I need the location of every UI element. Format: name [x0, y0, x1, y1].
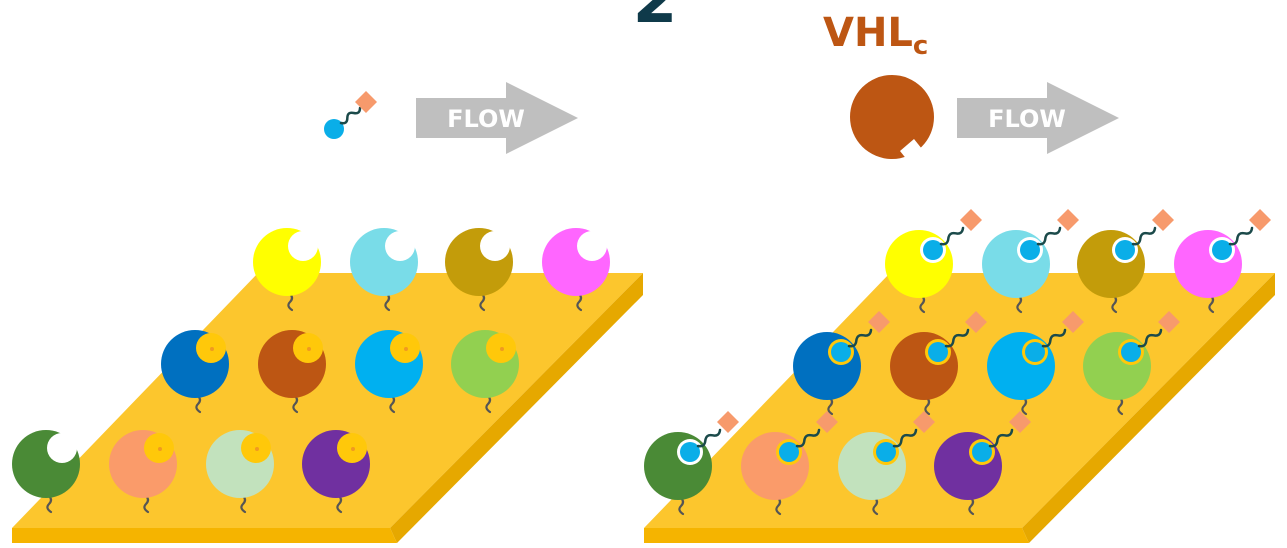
protein-body [793, 332, 861, 400]
free-ligand-molecule [324, 91, 377, 139]
chip-front-edge [644, 528, 1029, 543]
molecule-center-dot [307, 347, 311, 351]
vhl-label: VHLc [823, 10, 928, 61]
empty-binding-pocket [480, 231, 510, 261]
protein-body [1174, 230, 1242, 298]
sensor-chip-right [644, 273, 1275, 543]
empty-binding-pocket [47, 433, 77, 463]
protein-body [987, 332, 1055, 400]
ligand-ball [1121, 342, 1141, 362]
ligand-ball [1212, 240, 1232, 260]
protein-body [838, 432, 906, 500]
vhl-protein [850, 75, 934, 161]
vhl-label-main: VHL [823, 10, 913, 56]
ligand-ball [1115, 240, 1135, 260]
vhl-label-subscript: c [913, 31, 928, 61]
protein-body [741, 432, 809, 500]
empty-binding-pocket [385, 231, 415, 261]
protein-body [890, 332, 958, 400]
ligand-ball [831, 342, 851, 362]
protein-body [934, 432, 1002, 500]
flow-label-left: FLOW [447, 105, 525, 133]
protein-body [1077, 230, 1145, 298]
protein-body [982, 230, 1050, 298]
flow-arrow-right: FLOW [957, 82, 1119, 154]
empty-binding-pocket [577, 231, 607, 261]
protein-body [885, 230, 953, 298]
ligand-ball [972, 442, 992, 462]
ligand-ball [876, 442, 896, 462]
molecule-center-dot [158, 447, 162, 451]
empty-binding-pocket [288, 231, 318, 261]
molecule-center-dot [404, 347, 408, 351]
chip-front-edge [12, 528, 397, 543]
step-number: 2 [633, 0, 678, 38]
protein-body [1083, 332, 1151, 400]
flow-arrow-left: FLOW [416, 82, 578, 154]
ligand-ball [928, 342, 948, 362]
flow-label-right: FLOW [988, 105, 1066, 133]
ligand-ball [1025, 342, 1045, 362]
sensor-chip-left [12, 273, 643, 543]
molecule-center-dot [255, 447, 259, 451]
protein-body [644, 432, 712, 500]
ligand-ball [680, 442, 700, 462]
molecule-center-dot [210, 347, 214, 351]
molecule-center-dot [500, 347, 504, 351]
vhl-body [850, 75, 934, 159]
ligand-ball [923, 240, 943, 260]
molecule-center-dot [351, 447, 355, 451]
ligand-warhead [355, 91, 377, 113]
ligand-ball [779, 442, 799, 462]
ligand-ball [1020, 240, 1040, 260]
ligand-linker [341, 108, 360, 123]
